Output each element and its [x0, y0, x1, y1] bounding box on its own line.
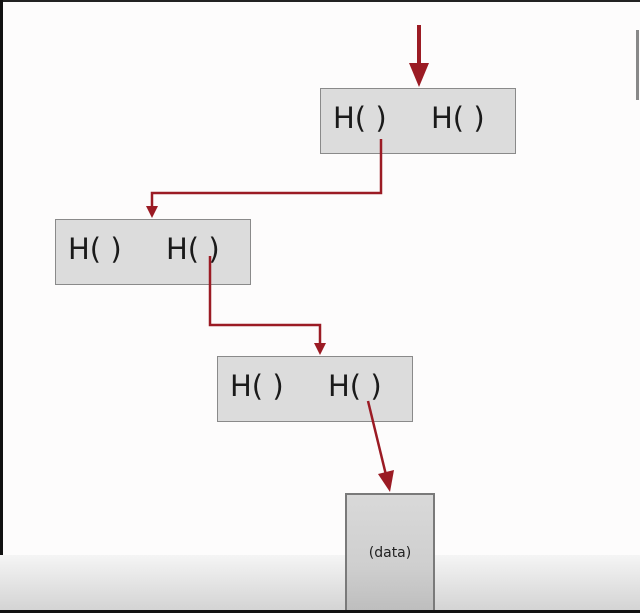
hash-pointer-right: H( ) — [328, 369, 382, 403]
hash-pointer-left: H( ) — [230, 369, 284, 403]
frame-top-border — [0, 0, 640, 2]
hash-pointer-left: H( ) — [333, 101, 387, 135]
scrollbar-thumb[interactable] — [636, 30, 639, 100]
frame-bottom-border — [0, 610, 640, 613]
frame-left-border — [0, 0, 3, 613]
pointer-arrow-bottom-to-data — [366, 400, 394, 492]
pointer-arrow-top-to-middle — [146, 139, 383, 218]
data-block: (data) — [345, 493, 435, 613]
pointer-arrow-middle-to-bottom — [208, 256, 326, 355]
hash-pointer-left: H( ) — [68, 232, 122, 266]
floor-shadow — [0, 555, 640, 610]
incoming-arrow-icon — [409, 25, 429, 87]
data-label: (data) — [368, 545, 412, 561]
hash-node-bottom: H( ) H( ) — [217, 356, 413, 422]
hash-node-top: H( ) H( ) — [320, 88, 516, 154]
hash-pointer-right: H( ) — [431, 101, 485, 135]
